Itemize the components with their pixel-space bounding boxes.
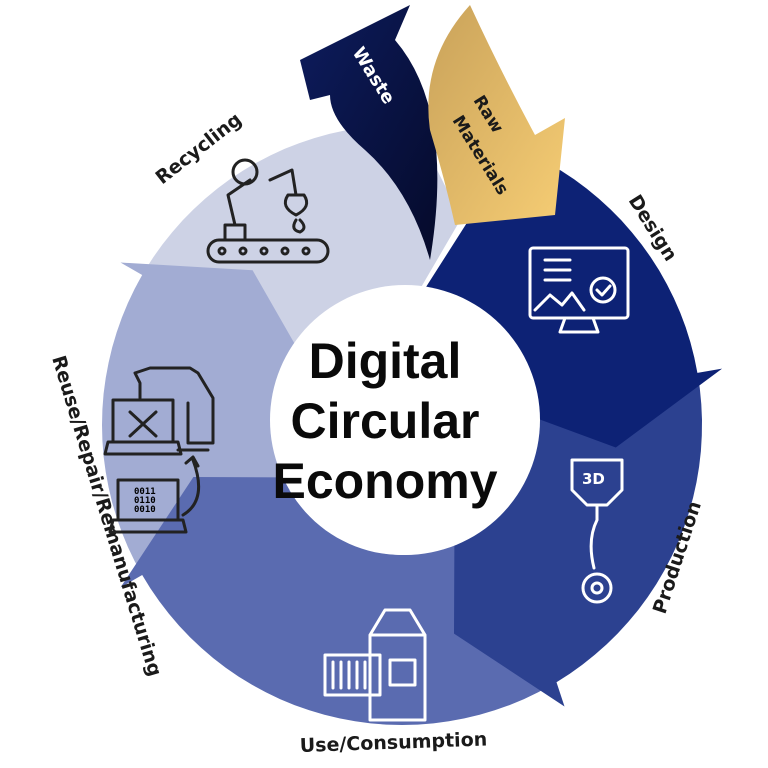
stage-arrow-reuse-repair-remanufacturing [102, 262, 312, 575]
title-line-2: Circular [291, 393, 480, 449]
center-circle [270, 285, 540, 555]
binary-line-3: 0010 [134, 505, 156, 515]
label-recycling: Recycling [152, 108, 246, 188]
stage-arrow-production [454, 372, 702, 707]
recycling-robot-conveyor-icon [206, 158, 330, 264]
binary-line-2: 0110 [134, 496, 156, 506]
packaged-goods-icon [323, 608, 427, 722]
laptop-repair-robot-icon [103, 366, 215, 534]
monitor-design-icon [528, 246, 630, 334]
printer-3d-text: 3D [582, 470, 605, 488]
label-use-consumption: Use/Consumption [299, 728, 487, 757]
3d-printer-gear-icon [570, 458, 624, 604]
raw-materials-arrow [428, 5, 565, 225]
binary-line-1: 0011 [134, 487, 156, 497]
stage-arrow-use-consumption [120, 477, 552, 725]
title-line-1: Digital [309, 333, 462, 389]
title-line-3: Economy [272, 453, 497, 509]
waste-arrow [300, 5, 438, 260]
